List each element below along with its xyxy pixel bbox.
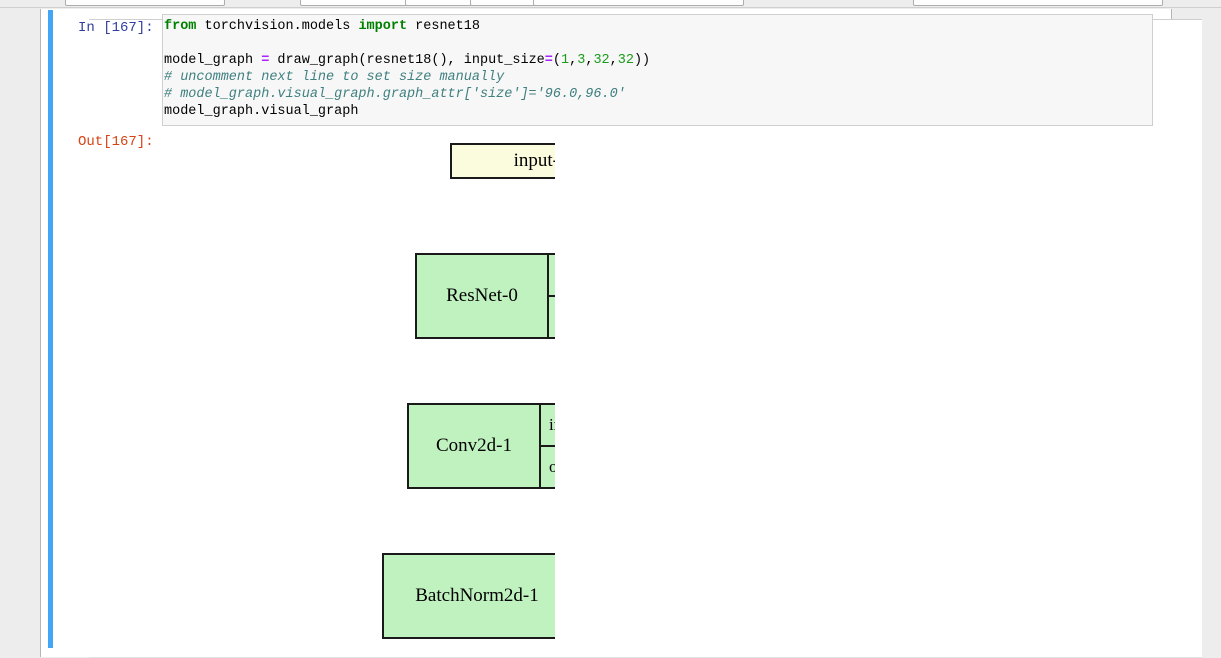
code-line-2 [164, 35, 650, 52]
page-background-left [0, 0, 40, 657]
input-prompt: In [167]: [78, 20, 154, 36]
graph-node-io-column: input: output: [547, 255, 555, 337]
code-line-5: # model_graph.visual_graph.graph_attr['s… [164, 87, 626, 102]
toolbar-group-file[interactable] [65, 0, 225, 6]
code-line-1: from torchvision.models import resnet18 [164, 19, 480, 34]
code-source[interactable]: from torchvision.models import resnet18 … [164, 18, 650, 120]
graph-node-input-row: input: [549, 255, 555, 295]
graph-node-conv2d-1[interactable]: Conv2d-1 input: output: [407, 403, 555, 489]
graph-node-batchnorm2d-1[interactable]: BatchNorm2d-1 input: output: [382, 553, 555, 639]
graph-canvas[interactable]: input-tensor ResNet-0 input: output: Con… [162, 133, 555, 648]
graph-node-input-tensor[interactable]: input-tensor [450, 143, 555, 179]
graph-node-input-row: input: [549, 415, 555, 434]
toolbar-group-insert[interactable] [405, 0, 472, 6]
code-line-6: model_graph.visual_graph [164, 104, 359, 119]
code-line-4: # uncomment next line to set size manual… [164, 70, 505, 85]
graph-node-label: Conv2d-1 [436, 435, 512, 456]
graph-node-label: input-tensor [513, 150, 555, 171]
toolbar-divider [0, 7, 1221, 8]
graph-output-area: input-tensor ResNet-0 input: output: Con… [162, 133, 555, 648]
output-prompt: Out[167]: [78, 134, 154, 150]
graph-node-output-row: output: [541, 445, 555, 487]
graph-node-io-column: input: output: [539, 405, 555, 487]
cell-selection-bar [48, 10, 53, 648]
graph-node-label: BatchNorm2d-1 [415, 585, 539, 606]
toolbar-group-edit[interactable] [300, 0, 413, 6]
code-line-3: model_graph = draw_graph(resnet18(), inp… [164, 53, 651, 68]
toolbar-strip [0, 0, 1221, 9]
toolbar-group-celltype[interactable] [913, 0, 1163, 6]
graph-node-label: ResNet-0 [446, 285, 518, 306]
toolbar-group-kernel[interactable] [533, 0, 744, 6]
graph-node-resnet-0[interactable]: ResNet-0 input: output: [415, 253, 555, 339]
graph-node-output-row: output: [549, 295, 555, 337]
code-input-area[interactable] [162, 14, 1153, 126]
toolbar-group-run[interactable] [470, 0, 537, 6]
